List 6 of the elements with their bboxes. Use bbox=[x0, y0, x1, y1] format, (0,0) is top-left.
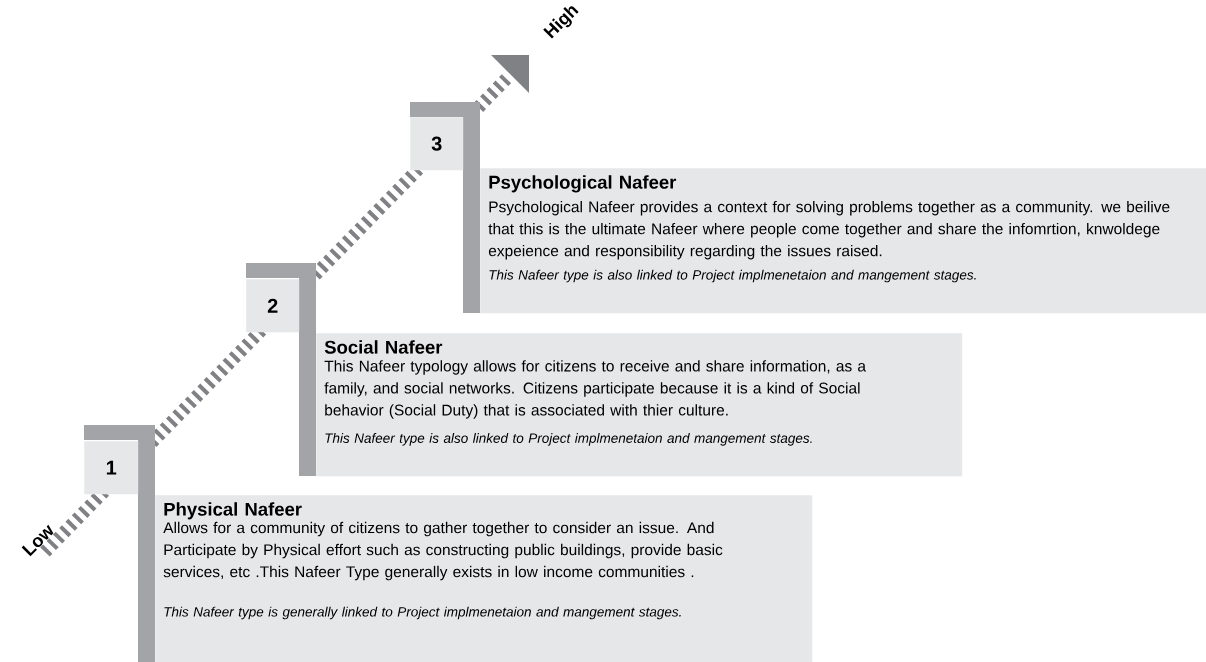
step-panel: Psychological Nafeer Psychological Nafeer provides a context for solving problems together as a community. we beilive that this is the ultimate Nafeer where people come together and share the infomrtion, knwoldege expeience and responsibility regarding the issues raised. This Nafeer type is also linked to Project implmenetaion and mangement stages. bbox=[480, 168, 1206, 314]
step-panel: Physical Nafeer Allows for a community of citizens to gather together to consider an issue. And Participate by Physical effort such as constructing public buildings, provide basic services, etc .This Nafeer Type generally exists in low income communities . This Nafeer type is generally linked to Project implmenetaion and mangement stages. bbox=[155, 495, 813, 662]
step-number-box: 1 bbox=[84, 441, 139, 495]
step-panel: Social Nafeer This Nafeer typology allows for citizens to receive and share information, as a family, and social networks. Citizens participate because it is a kind of Social behavior (Social Duty) that is associated with thier culture. This Nafeer type is also linked to Project implmenetaion and mangement stages. bbox=[316, 333, 963, 477]
step-number-box: 3 bbox=[410, 117, 464, 171]
step-number-box: 2 bbox=[246, 279, 300, 333]
